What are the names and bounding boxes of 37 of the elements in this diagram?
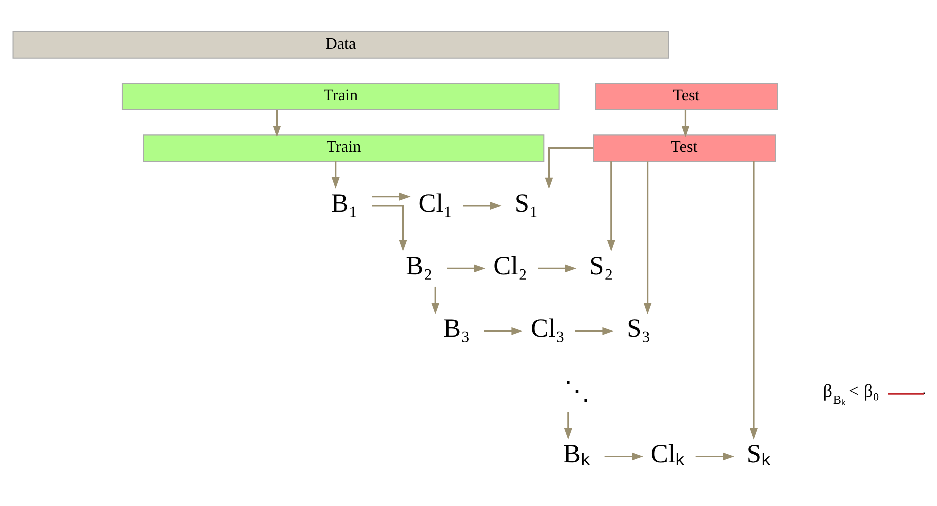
arrow <box>331 161 340 188</box>
arrow <box>484 326 523 335</box>
node-text: Clₖ <box>650 439 684 468</box>
node-text: S₂ <box>589 251 613 280</box>
arrow <box>575 326 614 335</box>
node-text: β$_{Bₖ}$ < β₀ <box>822 380 879 406</box>
node-text: B₁ <box>330 188 358 218</box>
arrow <box>538 264 576 272</box>
arrow <box>681 110 690 137</box>
arrow <box>606 161 615 252</box>
arrow <box>462 202 502 210</box>
arrow <box>604 452 643 460</box>
node-text: S₁ <box>514 188 538 218</box>
arrow <box>372 192 410 200</box>
arrow <box>446 264 486 272</box>
arrow <box>564 412 572 440</box>
node-box: Train <box>142 134 544 162</box>
arrow <box>695 452 734 460</box>
node-box: Train <box>121 82 560 110</box>
node-box: Test <box>594 82 778 110</box>
arrow <box>643 161 652 314</box>
node-text: B₃ <box>443 314 470 343</box>
arrow <box>272 110 281 137</box>
node-box: Test <box>592 134 776 162</box>
node-text: ⋱ <box>563 376 590 406</box>
node-text: Sₖ <box>746 439 770 468</box>
node-text: Bₖ <box>562 439 590 468</box>
node-text: B₂ <box>406 251 432 280</box>
node-box: Data <box>12 31 669 58</box>
node-text: Cl₁ <box>418 188 452 218</box>
arrow <box>750 161 758 440</box>
node-text: S₃ <box>626 314 650 343</box>
arrow <box>544 147 594 189</box>
node-text: Cl₂ <box>493 251 528 280</box>
node-text: Cl₃ <box>530 314 565 343</box>
arrow <box>431 286 440 314</box>
arrow <box>372 204 407 252</box>
